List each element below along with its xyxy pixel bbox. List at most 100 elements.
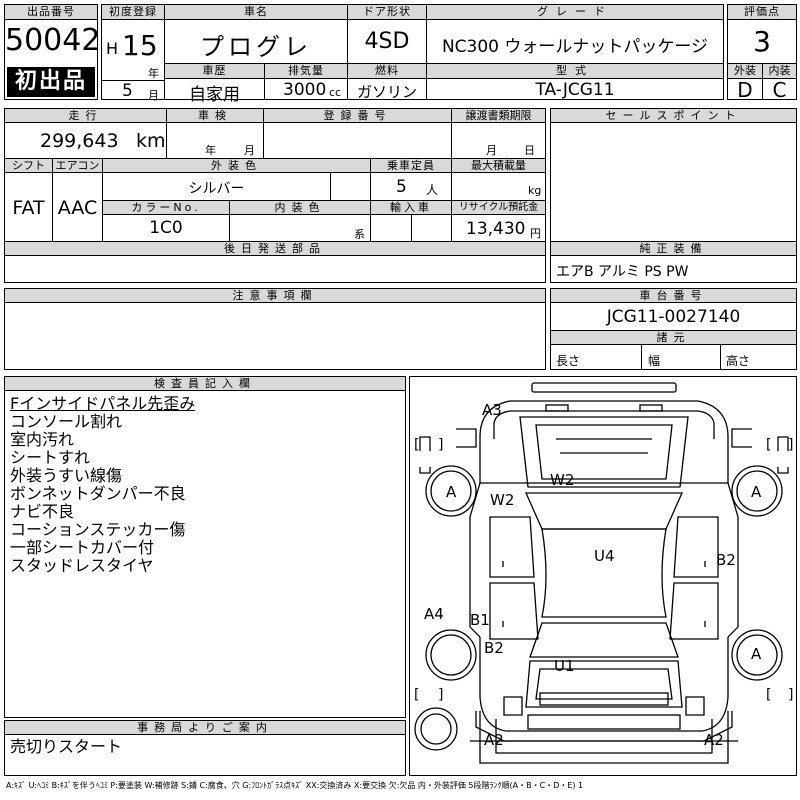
grade: NC300 ウォールナットパッケージ xyxy=(441,37,709,57)
notes-label: 注意事項欄 xyxy=(4,288,546,303)
int-color-unit: 系 xyxy=(354,228,365,241)
inspector-label: 検査員記入欄 xyxy=(4,376,406,391)
damage-mark: A xyxy=(751,483,762,501)
car-diagram-svg: [ ] [ ] [ ] [ ] xyxy=(414,382,793,764)
history: 自家用 xyxy=(189,85,240,105)
damage-mark: B1 xyxy=(470,611,490,629)
inspector-line: スタッドレスタイヤ xyxy=(10,556,154,575)
bracket-mark: [ xyxy=(414,437,419,453)
inspector-line: Fインサイドパネル先歪み xyxy=(10,394,196,413)
fuel-label: 燃料 xyxy=(348,64,426,79)
bracket-mark: [ xyxy=(766,437,771,453)
score: 3 xyxy=(753,25,771,58)
displacement-unit: cc xyxy=(329,86,342,99)
capacity-label: 乗車定員 xyxy=(370,158,452,173)
damage-mark: A2 xyxy=(484,731,504,749)
damage-legend: A:ｷｽﾞ U:ﾍｺﾐ B:ｷｽﾞを伴うﾍｺﾐ P:要塗装 W:補修跡 S:錆 … xyxy=(6,781,584,790)
exterior-label: 外装 xyxy=(728,64,762,79)
aircon-label: エアコン xyxy=(52,158,103,173)
reg-month: 5 xyxy=(122,81,133,101)
damage-mark: B2 xyxy=(484,639,504,657)
width-cell xyxy=(641,344,721,370)
first-listing-badge: 初出品 xyxy=(7,67,95,97)
inspector-line: シートすれ xyxy=(10,448,91,467)
damage-mark: B2 xyxy=(716,551,736,569)
bracket-mark: [ xyxy=(766,687,771,703)
equipment-label: 純正装備 xyxy=(550,241,797,256)
damage-diagram: [ ] [ ] [ ] [ ] A3 W2 W2 A A U4 B2 A4 B1… xyxy=(409,376,797,776)
model-box: 型式 TA-JCG11 xyxy=(426,63,724,100)
chassis-number: JCG11-0027140 xyxy=(606,307,741,327)
aircon: AAC xyxy=(57,197,98,219)
fuel: ガソリン xyxy=(356,83,417,101)
int-color-cell xyxy=(229,214,371,242)
mileage-unit: km xyxy=(136,130,166,152)
max-load-label: 最大積載量 xyxy=(451,158,546,173)
damage-mark: A2 xyxy=(704,731,724,749)
exterior-score-box: 外装 D xyxy=(727,63,763,102)
score-label: 評価点 xyxy=(728,5,796,20)
office-label: 事務局よりご案内 xyxy=(4,720,406,735)
recycle: 13,430 xyxy=(466,219,526,239)
inspector-line: ボンネットダンパー不良 xyxy=(10,484,186,503)
first-reg-label: 初度登録 xyxy=(102,5,164,20)
registration-label: 登録番号 xyxy=(263,108,452,123)
later-parts-label: 後日発送部品 xyxy=(4,241,546,256)
interior-score-box: 内装 C xyxy=(762,63,797,102)
displacement: 3000 xyxy=(283,80,327,100)
import-label: 輸入車 xyxy=(370,200,452,215)
mileage: 299,643 xyxy=(40,130,119,152)
inspector-line: 一部シートカバー付 xyxy=(10,538,155,557)
shift-label: シフト xyxy=(4,158,53,173)
era: H xyxy=(106,39,119,58)
inspection-month-unit: 月 xyxy=(244,144,255,157)
inspector-notes: Fインサイドパネル先歪み コンソール割れ 室内汚れ シートすれ 外装うすい線傷 … xyxy=(10,395,195,575)
recycle-unit: 円 xyxy=(530,227,541,240)
year-unit: 年 xyxy=(148,67,159,80)
divider xyxy=(102,80,164,81)
transfer-docs-label: 譲渡書類期限 xyxy=(451,108,546,123)
history-label: 車歴 xyxy=(165,64,264,79)
bracket-mark: [ xyxy=(414,687,419,703)
door-type: 4SD xyxy=(364,29,410,54)
damage-mark: W2 xyxy=(490,491,515,509)
door-box: ドア形状 4SD xyxy=(347,4,427,64)
inspector-line: 室内汚れ xyxy=(10,430,75,449)
recycle-label: リサイクル預託金 xyxy=(451,200,546,215)
car-name-box: 車名 プログレ xyxy=(164,4,348,64)
interior-label: 内装 xyxy=(763,64,796,79)
score-box: 評価点 3 xyxy=(727,4,797,64)
model: TA-JCG11 xyxy=(535,80,615,100)
lot-number-box: 出品番号 50042 初出品 xyxy=(4,4,101,100)
inspector-line: コーションステッカー傷 xyxy=(10,520,186,539)
inspector-line: コンソール割れ xyxy=(10,412,123,431)
first-listing-text: 初出品 xyxy=(14,69,87,94)
ext-color: シルバー xyxy=(188,181,245,197)
model-label: 型式 xyxy=(427,64,723,79)
damage-mark: U1 xyxy=(554,657,575,675)
lot-number: 50042 xyxy=(5,23,101,58)
damage-mark: A4 xyxy=(424,605,444,623)
max-load-unit: kg xyxy=(528,184,542,197)
history-box: 車歴 自家用 xyxy=(164,63,265,105)
dims-label: 諸元 xyxy=(550,330,797,345)
bracket-mark: ] xyxy=(788,437,793,453)
inspector-box xyxy=(4,376,406,718)
lot-number-label: 出品番号 xyxy=(5,5,97,20)
bracket-mark: ] xyxy=(438,437,443,453)
chassis-label: 車台番号 xyxy=(550,288,797,303)
int-color-label: 内装色 xyxy=(229,200,371,215)
damage-mark: A xyxy=(446,483,457,501)
damage-mark: U4 xyxy=(594,547,615,565)
bracket-mark: ] xyxy=(788,687,793,703)
import-cell-b xyxy=(411,214,452,242)
fuel-box: 燃料 ガソリン xyxy=(347,63,427,101)
grade-box: グレード NC300 ウォールナットパッケージ xyxy=(426,4,724,64)
grade-label: グレード xyxy=(427,5,723,20)
interior-score: C xyxy=(772,78,787,102)
reg-year: 15 xyxy=(122,29,158,62)
car-name-label: 車名 xyxy=(165,5,347,20)
length-label: 長さ xyxy=(556,354,581,368)
damage-mark: A3 xyxy=(482,401,502,419)
office-text: 売切りスタート xyxy=(10,737,123,756)
